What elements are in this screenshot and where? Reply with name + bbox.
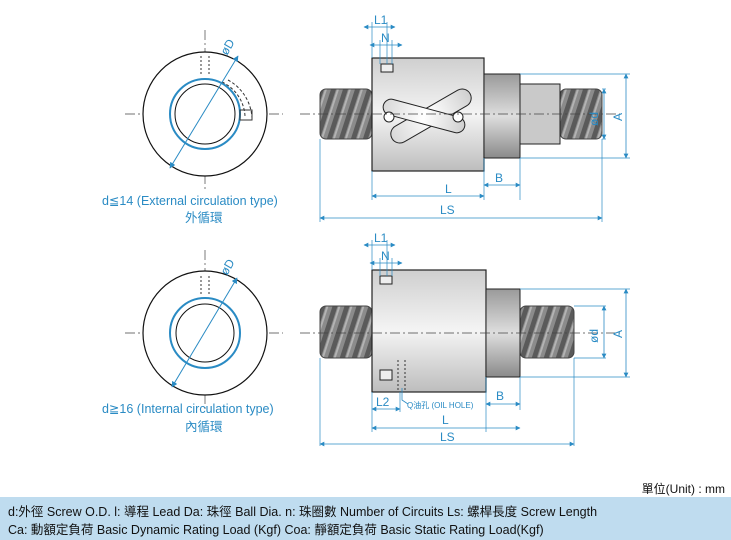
top-dim-N: N [381, 31, 390, 45]
top-dim-phid: ød [587, 112, 601, 126]
unit-label: 單位(Unit) : mm [641, 482, 725, 496]
bottom-dim-N: N [381, 249, 390, 263]
ball-screw-drawing: øD [102, 13, 630, 447]
top-dim-LS: LS [440, 203, 455, 217]
bottom-dim-phid: ød [587, 329, 601, 343]
bottom-caption: d≧16 (Internal circulation type) [102, 402, 274, 416]
bottom-dim-A: A [611, 330, 625, 338]
bottom-oil-hole: Q油孔 (OIL HOLE) [407, 400, 474, 410]
top-dim-B: B [495, 171, 503, 185]
legend-line-1: d:外徑 Screw O.D. l: 導程 Lead Da: 珠徑 Ball D… [8, 505, 598, 519]
bottom-end-view: øD [125, 250, 283, 410]
bottom-dim-LS: LS [440, 430, 455, 444]
bottom-side-view: L1 N L2 Q油孔 (OIL HOLE) B L LS ød A [300, 231, 630, 447]
top-dim-L: L [445, 182, 452, 196]
bottom-dim-L2: L2 [376, 395, 390, 409]
top-dim-L1: L1 [374, 13, 388, 27]
bottom-dim-L1: L1 [374, 231, 388, 245]
top-end-view: øD [125, 30, 283, 190]
top-caption-cn: 外循環 [185, 211, 223, 225]
top-caption: d≦14 (External circulation type) [102, 194, 278, 208]
bottom-caption-cn: 內循環 [185, 420, 223, 434]
bottom-dim-L: L [442, 413, 449, 427]
top-dim-A: A [611, 113, 625, 121]
top-side-view: L1 N L B LS ød A [300, 13, 630, 222]
bottom-dim-B: B [496, 389, 504, 403]
legend-bar: d:外徑 Screw O.D. l: 導程 Lead Da: 珠徑 Ball D… [0, 497, 731, 540]
legend-line-2: Ca: 動額定負荷 Basic Dynamic Rating Load (Kgf… [8, 523, 544, 537]
